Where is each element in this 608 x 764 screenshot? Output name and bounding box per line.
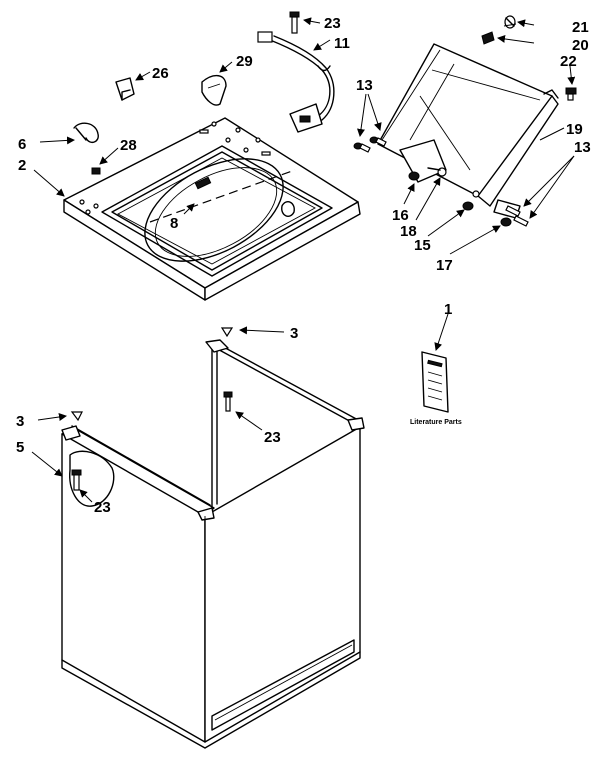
plug-3-mid <box>220 327 234 338</box>
callout-23-left: 23 <box>94 499 111 516</box>
callout-26: 26 <box>152 65 169 82</box>
wire-harness-11 <box>257 31 335 133</box>
callout-15: 15 <box>414 237 431 254</box>
hinge-21 <box>504 15 516 29</box>
callout-20: 20 <box>572 37 589 54</box>
switch-29 <box>201 75 227 106</box>
callout-11: 11 <box>334 35 350 52</box>
callout-labels: 23 11 21 20 26 29 22 13 19 6 28 2 13 8 1… <box>16 15 591 516</box>
callout-19: 19 <box>566 121 583 138</box>
screw-22 <box>565 87 577 101</box>
washer-15 <box>462 190 480 211</box>
bracket-6 <box>73 122 99 144</box>
callout-16: 16 <box>392 207 409 224</box>
bumper-20 <box>481 31 495 45</box>
callout-23-top: 23 <box>324 15 341 32</box>
plug-3-left <box>70 411 83 422</box>
callout-5: 5 <box>16 439 24 456</box>
hinge-pin-8 <box>194 176 212 190</box>
callout-21: 21 <box>572 19 589 36</box>
clip-26 <box>115 77 135 101</box>
callout-18: 18 <box>400 223 417 240</box>
spring-18 <box>427 167 447 177</box>
bushing-16 <box>408 171 420 181</box>
screw-23-post <box>223 391 233 412</box>
callout-3-left: 3 <box>16 413 24 430</box>
literature-caption: Literature Parts <box>410 419 462 426</box>
screw-23-top <box>289 11 300 34</box>
callout-6: 6 <box>18 136 26 153</box>
callout-8: 8 <box>170 215 178 232</box>
leader-lines <box>31 17 576 503</box>
top-panel <box>63 11 361 301</box>
cabinet <box>61 327 365 749</box>
screws-13-top <box>353 136 387 153</box>
callout-1: 1 <box>444 301 452 318</box>
callout-23-mid: 23 <box>264 429 281 446</box>
callout-22: 22 <box>560 53 577 70</box>
nut-17 <box>500 217 512 227</box>
callout-17: 17 <box>436 257 453 274</box>
callout-3-mid: 3 <box>290 325 298 342</box>
screw-23-cabinet <box>71 469 82 491</box>
callout-29: 29 <box>236 53 253 70</box>
lid <box>353 15 577 227</box>
screws-13-right <box>505 205 529 227</box>
clip-28 <box>91 167 101 175</box>
callout-2: 2 <box>18 157 26 174</box>
callout-13-top: 13 <box>356 77 373 94</box>
literature-parts: Literature Parts <box>410 351 462 426</box>
callout-13-right: 13 <box>574 139 591 156</box>
callout-28: 28 <box>120 137 137 154</box>
